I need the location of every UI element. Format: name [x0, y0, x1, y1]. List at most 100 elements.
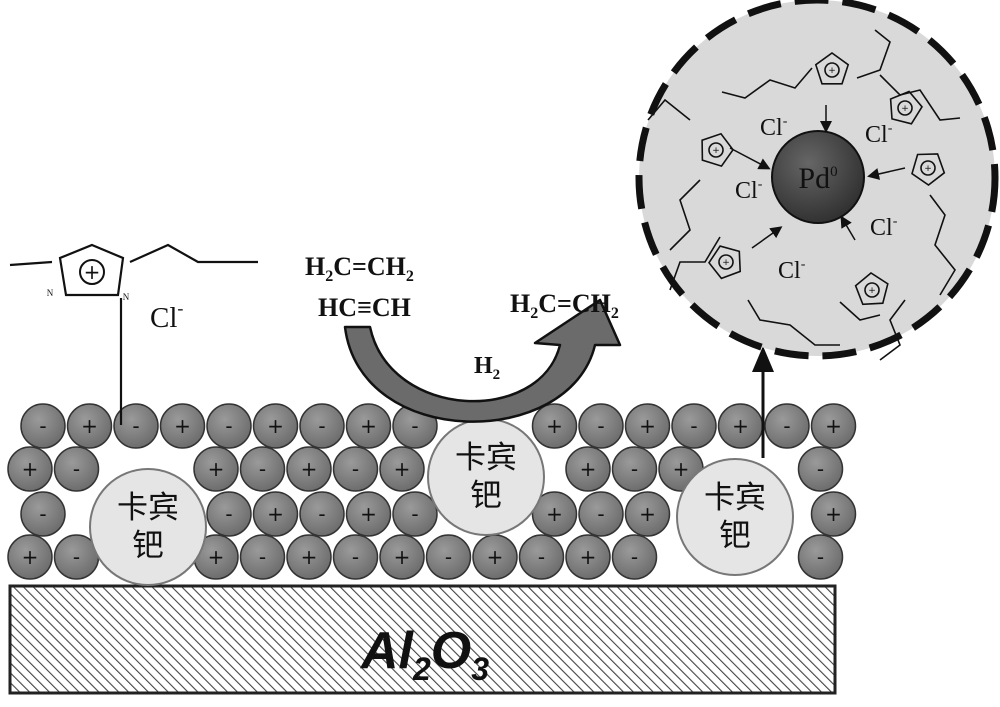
support-formula-sub1: 2 [412, 651, 431, 687]
cation-plus-sign: + [84, 260, 101, 284]
ion-sphere [578, 491, 624, 537]
cation-sign: + [301, 545, 318, 569]
anion-sign: - [538, 545, 545, 569]
ion-sphere [379, 534, 425, 580]
carbene-label-line2: 钯 [133, 528, 164, 564]
ion-sphere [624, 491, 671, 537]
imidazolium-cation [9, 243, 258, 425]
ion-sphere [299, 491, 345, 537]
anion-sign: - [597, 414, 604, 438]
cation-sign: + [267, 414, 284, 438]
zoom-ring-charge-circle [708, 142, 724, 158]
zoom-ring-plus-sign: + [712, 146, 720, 156]
ion-sphere [159, 403, 206, 449]
imidazolium-ring [58, 243, 125, 297]
carbene-pd-site-3: 卡宾 钯 [676, 458, 794, 576]
hydrogen-label: H2 [474, 353, 500, 383]
ion-sphere [299, 403, 345, 449]
product-ethylene: H2C=CH2 [510, 289, 619, 322]
zoom-ring-plus-sign: + [828, 66, 836, 76]
zoom-ring-plus-sign: + [901, 104, 909, 114]
anion-sign: - [352, 457, 359, 481]
ion-sphere [425, 534, 472, 580]
ion-sphere [7, 446, 53, 492]
anion-sign: - [318, 502, 325, 526]
ion-sphere [797, 534, 844, 580]
anion-sign: - [225, 414, 232, 438]
hydrogenation-arrow [343, 298, 622, 423]
ion-sphere [345, 491, 392, 537]
support-formula-al: Al [359, 622, 415, 680]
zoom-ring-plus-sign: + [924, 164, 932, 174]
ion-sphere [286, 534, 332, 580]
cation-sign: + [208, 457, 225, 481]
ion-sphere [332, 446, 379, 492]
ion-sphere [239, 534, 286, 580]
ion-sphere [286, 446, 332, 492]
ion-sphere [66, 403, 113, 449]
zoom-chloride-3: Cl- [735, 177, 763, 204]
zoom-imidazolium-ring [854, 272, 889, 306]
zoom-ring-charge-circle [864, 282, 880, 298]
anion-sign: - [132, 414, 139, 438]
carbene-label-line1: 卡宾 [117, 490, 179, 526]
carbene-label-line1: 卡宾 [704, 480, 766, 516]
cation-sign: + [360, 414, 377, 438]
cation-sign: + [639, 414, 656, 438]
anion-sign: - [817, 545, 824, 569]
ion-sphere [7, 534, 53, 580]
zoom-chloride-4: Cl- [870, 214, 898, 241]
ion-sphere [332, 534, 379, 580]
anion-sign: - [352, 545, 359, 569]
ion-sphere [20, 491, 66, 537]
pd-zoom-view: ++++++ Pd0 Cl- Cl- Cl- Cl- Cl- [635, 0, 999, 361]
zoom-imidazolium-rings: ++++++ [701, 52, 946, 306]
zoom-alkyl-chains [647, 29, 961, 361]
zoom-ring-plus-sign: + [868, 286, 876, 296]
zoom-chloride-1: Cl- [760, 114, 788, 141]
anion-sign: - [597, 502, 604, 526]
zoom-coordination-arrows [729, 105, 906, 249]
anion-sign: - [817, 457, 824, 481]
ion-sphere [53, 446, 100, 492]
ion-sphere [379, 446, 425, 492]
anion-sign: - [783, 414, 790, 438]
cation-sign: + [81, 414, 98, 438]
ion-sphere [611, 446, 658, 492]
zoom-arrow [752, 346, 774, 458]
anion-sign: - [631, 457, 638, 481]
chloride-anion: Cl- [150, 298, 183, 334]
ion-sphere [113, 403, 159, 449]
nitrogen-label-right: N [123, 292, 130, 302]
cation-sign: + [394, 545, 411, 569]
cation-sign: + [732, 414, 749, 438]
cation-sign: + [487, 545, 504, 569]
support-formula-o: O [431, 622, 471, 680]
cation-sign: + [22, 457, 39, 481]
carbene-label-line2: 钯 [471, 478, 502, 514]
anion-sign: - [259, 545, 266, 569]
anion-sign: - [73, 545, 80, 569]
anion-sign: - [39, 414, 46, 438]
reactant-acetylene: HC≡CH [318, 293, 411, 322]
anion-sign: - [411, 414, 418, 438]
propyl-chain [129, 243, 258, 264]
ion-sphere [624, 403, 671, 449]
cation-sign: + [546, 502, 563, 526]
ion-sphere [252, 403, 299, 449]
pd-nanoparticle-core [771, 130, 865, 224]
anion-sign: - [445, 545, 452, 569]
pd-label: Pd0 [798, 162, 837, 195]
ion-sphere [531, 403, 578, 449]
cation-sign: + [825, 502, 842, 526]
anion-sign: - [690, 414, 697, 438]
cation-sign: + [208, 545, 225, 569]
zoom-imidazolium-ring [701, 132, 734, 168]
ion-sphere [671, 403, 717, 449]
cation-charge-circle [79, 259, 105, 285]
ion-sphere [193, 446, 239, 492]
anion-sign: - [225, 502, 232, 526]
zoom-ring-charge-circle [897, 100, 913, 116]
ion-sphere [392, 491, 438, 537]
